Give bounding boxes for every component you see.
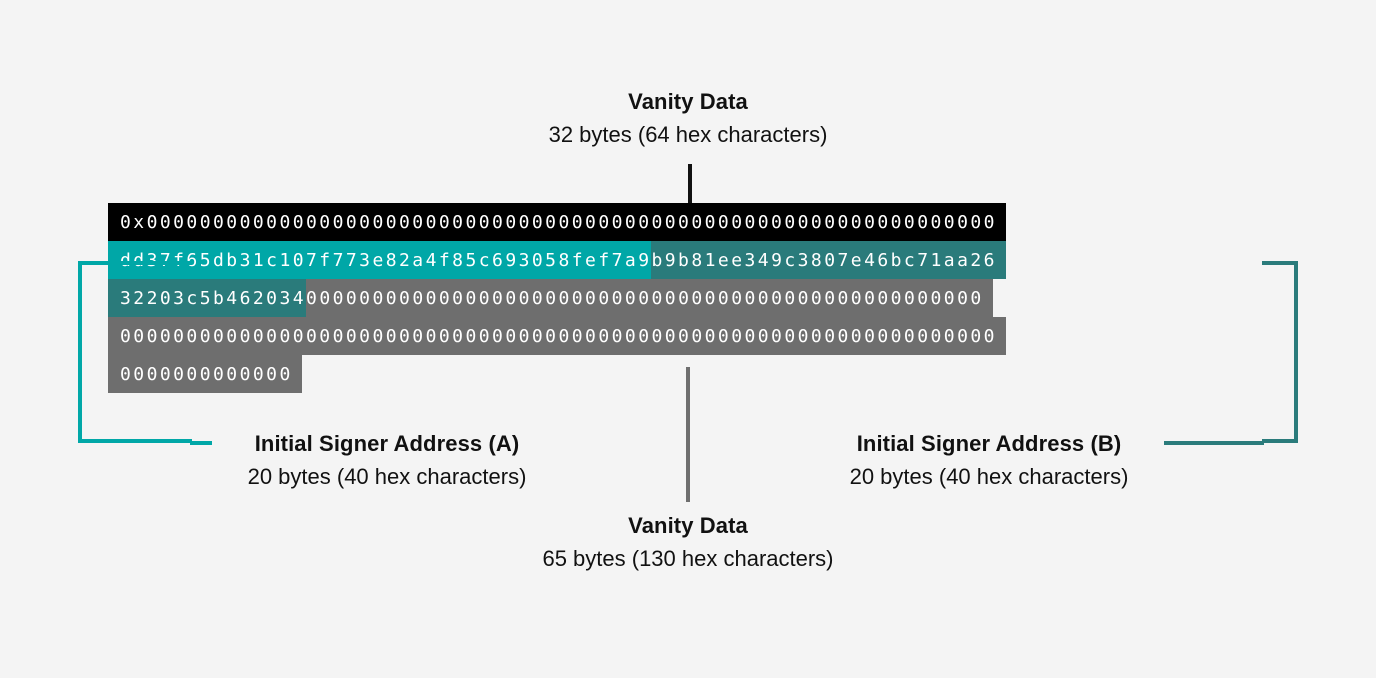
label-vanity-data-bottom: Vanity Data 65 bytes (130 hex characters… — [438, 512, 938, 574]
bracket-signer-b — [1262, 261, 1298, 443]
hex-data-block: 0x00000000000000000000000000000000000000… — [108, 203, 1006, 393]
label-vanity-data-bottom-title: Vanity Data — [628, 513, 748, 538]
label-vanity-data-top-title: Vanity Data — [628, 89, 748, 114]
label-signer-a: Initial Signer Address (A) 20 bytes (40 … — [187, 430, 587, 492]
hex-segment-signer-b-part2: 32203c5b462034 — [108, 279, 307, 317]
hex-segment-signer-a: dd37f65db31c107f773e82a4f85c693058fef7a9 — [108, 241, 652, 279]
hex-row: 32203c5b462034 0000000000000000000000000… — [108, 279, 993, 317]
hex-segment-padding-1: 0000000000000000000000000000000000000000… — [306, 279, 993, 317]
label-vanity-data-bottom-subtitle: 65 bytes (130 hex characters) — [542, 546, 834, 571]
bracket-signer-a-tail — [190, 441, 212, 445]
label-signer-b-subtitle: 20 bytes (40 hex characters) — [849, 464, 1129, 489]
hex-row: 0000000000000000000000000000000000000000… — [108, 317, 1006, 355]
bracket-signer-b-tail — [1164, 441, 1264, 445]
bracket-signer-a — [78, 261, 192, 443]
label-signer-b: Initial Signer Address (B) 20 bytes (40 … — [789, 430, 1189, 492]
hex-segment-padding-3: 0000000000000 — [108, 355, 302, 393]
hex-segment-padding-2: 0000000000000000000000000000000000000000… — [108, 317, 1006, 355]
hex-row: 0000000000000 — [108, 355, 302, 393]
hex-row: dd37f65db31c107f773e82a4f85c693058fef7a9… — [108, 241, 1006, 279]
label-signer-a-subtitle: 20 bytes (40 hex characters) — [247, 464, 527, 489]
hex-row: 0x00000000000000000000000000000000000000… — [108, 203, 1006, 241]
connector-line-vanity-top — [688, 164, 692, 204]
hex-segment-signer-b-part1: b9b81ee349c3807e46bc71aa26 — [651, 241, 1006, 279]
label-signer-b-title: Initial Signer Address (B) — [856, 431, 1122, 456]
label-signer-a-title: Initial Signer Address (A) — [254, 431, 520, 456]
hex-segment-vanity-prefix: 0x00000000000000000000000000000000000000… — [108, 203, 1006, 241]
label-vanity-data-top-subtitle: 32 bytes (64 hex characters) — [548, 122, 828, 147]
label-vanity-data-top: Vanity Data 32 bytes (64 hex characters) — [438, 88, 938, 150]
connector-line-vanity-bottom — [686, 367, 690, 502]
